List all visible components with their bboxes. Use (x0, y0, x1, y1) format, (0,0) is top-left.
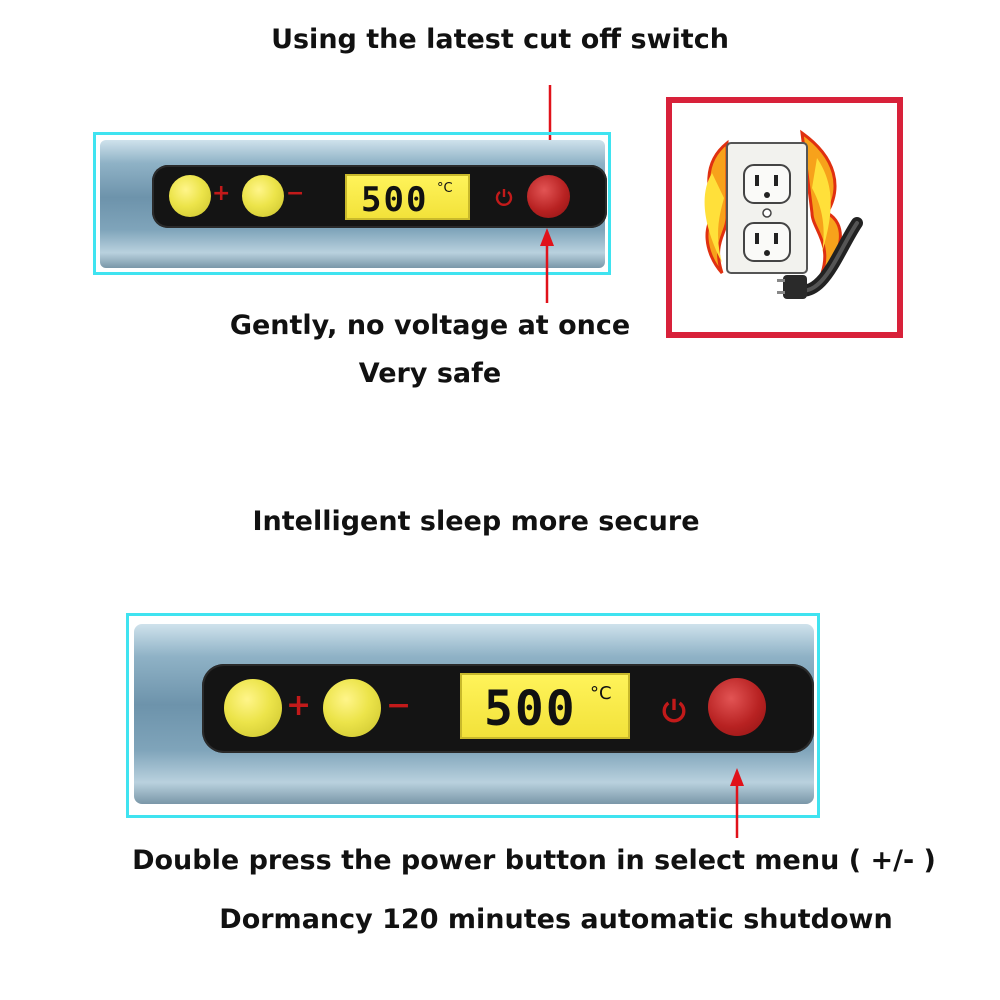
bottom-power-button[interactable] (708, 678, 766, 736)
bottom-temperature-display: 500 °C (460, 673, 630, 739)
top-control-panel: + − 500 °C (152, 165, 607, 228)
top-power-button[interactable] (527, 175, 570, 218)
arrow-up-icon (730, 768, 744, 838)
bottom-minus-button[interactable] (323, 679, 381, 737)
bottom-note-line2: Dormancy 120 minutes automatic shutdown (219, 904, 893, 935)
top-caption: Using the latest cut off switch (271, 24, 729, 55)
top-temperature-value: 500 (361, 180, 429, 220)
bottom-iron-frame (126, 613, 820, 818)
top-note-line1: Gently, no voltage at once (229, 310, 631, 341)
bottom-plus-symbol: + (286, 688, 312, 723)
bottom-temperature-value: 500 (484, 681, 577, 737)
top-plus-symbol: + (212, 181, 231, 206)
power-icon (495, 189, 513, 206)
bottom-plus-button[interactable] (224, 679, 282, 737)
bottom-caption: Intelligent sleep more secure (252, 506, 700, 537)
outlet-illustration (666, 97, 903, 338)
wall-outlet-fire-icon (704, 129, 863, 297)
power-icon (662, 698, 686, 723)
top-plus-button[interactable] (169, 175, 211, 217)
top-minus-symbol: − (286, 181, 305, 206)
plug-icon (777, 275, 807, 299)
bottom-note-line1: Double press the power button in select … (132, 845, 936, 876)
top-temperature-display: 500 °C (345, 174, 470, 220)
top-note-line2: Very safe (358, 358, 502, 389)
arrow-up-icon (540, 228, 554, 303)
bottom-minus-symbol: − (386, 688, 412, 723)
top-iron-frame (93, 132, 611, 275)
bottom-control-panel: + − 500 °C (202, 664, 814, 753)
top-minus-button[interactable] (242, 175, 284, 217)
bottom-temperature-unit: °C (590, 683, 612, 704)
top-temperature-unit: °C (437, 181, 453, 196)
